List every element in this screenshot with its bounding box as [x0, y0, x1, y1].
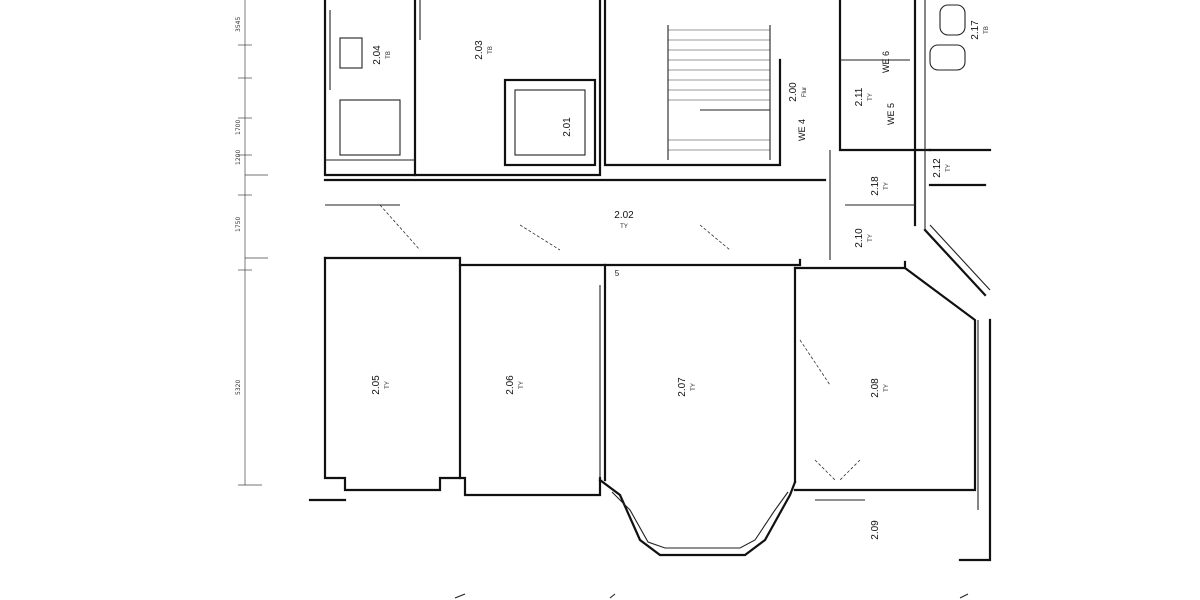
room-label-2-08: 2.08	[870, 378, 881, 398]
bottom-marks	[454, 593, 969, 599]
room-sub-2-07: TY	[691, 383, 697, 391]
room-label-2-01: 2.01	[562, 117, 573, 137]
bay-window	[598, 478, 797, 557]
dim-label-3: 1200	[235, 150, 242, 165]
room-label-2-11: 2.11	[854, 87, 865, 106]
corridor-walls	[323, 178, 827, 267]
room-sub-2-08: TY	[884, 384, 890, 392]
room-sub-2-17: TB	[984, 26, 990, 34]
dim-label-1: 3545	[235, 17, 242, 32]
room-sub-2-10: TY	[868, 234, 874, 242]
elevator-shaft	[503, 78, 597, 167]
dim-label-5: 5320	[235, 380, 242, 395]
room-label-2-06: 2.06	[505, 375, 516, 395]
sink-fixture	[339, 37, 363, 69]
unit-label-we5: WE 5	[886, 103, 896, 125]
room-label-2-17: 2.17	[970, 20, 981, 40]
stair-treads	[667, 25, 771, 160]
upper-wing-walls	[323, 0, 992, 260]
room-sub-2-18: TY	[884, 182, 890, 190]
room-label-2-02: 2.02	[614, 210, 634, 221]
toilet-fixture	[939, 4, 966, 36]
room-label-2-00: 2.00	[788, 82, 799, 102]
room-sub-2-00: Flur	[802, 87, 808, 97]
room-label-2-12: 2.12	[932, 158, 943, 178]
room-label-2-09: 2.09	[870, 520, 881, 540]
room-sub-2-11: TY	[868, 93, 874, 101]
room-label-2-03: 2.03	[474, 40, 485, 60]
room-labels: 2.00 Flur 2.01 2.02 TY 2.03 TB 2.04 TB 2…	[371, 20, 990, 540]
room-label-2-05: 2.05	[371, 375, 382, 395]
room-label-2-18: 2.18	[870, 176, 881, 196]
dim-label-2: 1700	[235, 120, 242, 135]
room-sub-2-06: TY	[519, 381, 525, 389]
room-sub-2-02: TY	[620, 224, 628, 230]
left-dimension-chain: 3545 1700 1200 1750 5320	[235, 0, 268, 486]
wall-note-5: 5	[615, 269, 620, 278]
room-label-2-04: 2.04	[372, 45, 383, 65]
lower-rooms-walls	[308, 224, 992, 562]
room-sub-2-12: TY	[946, 164, 952, 172]
dim-label-4: 1750	[235, 217, 242, 232]
room-sub-2-04: TB	[386, 51, 392, 59]
unit-label-we4: WE 4	[797, 119, 807, 141]
room-sub-2-05: TY	[385, 381, 391, 389]
unit-label-we6: WE 6	[881, 51, 891, 73]
room-label-2-10: 2.10	[854, 228, 865, 248]
room-label-2-07: 2.07	[677, 377, 688, 397]
unit-labels: WE 4 WE 5 WE 6	[797, 51, 896, 141]
room-sub-2-03: TB	[488, 46, 494, 54]
